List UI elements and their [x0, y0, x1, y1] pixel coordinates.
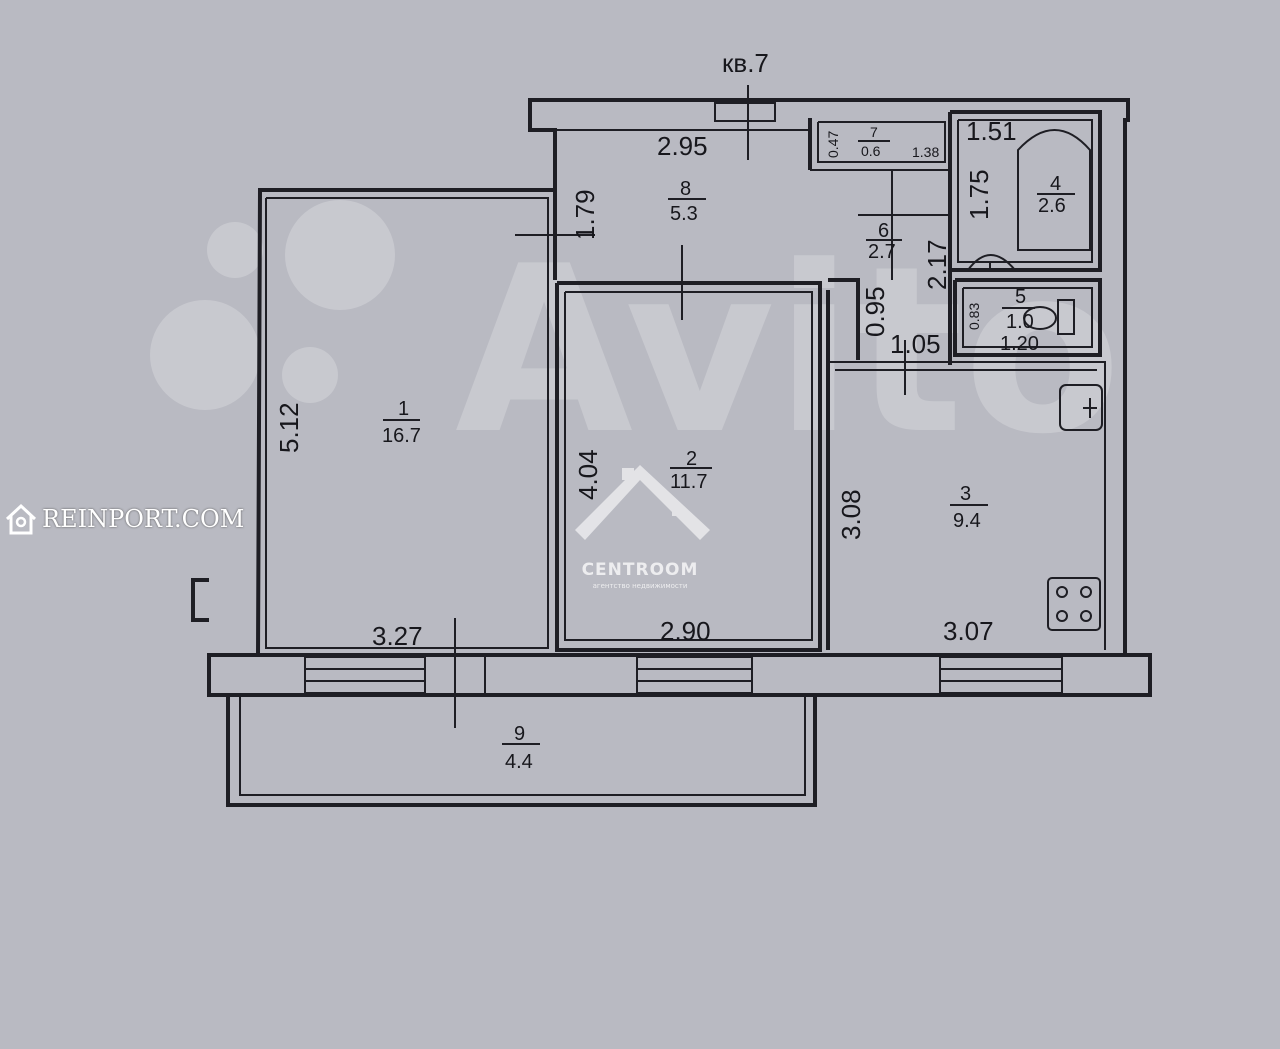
room-3-label: 3 9.4 [950, 483, 988, 532]
dim-1-20: 1.20 [1000, 333, 1039, 355]
room-4-label: 4 2.6 [1037, 173, 1075, 217]
svg-text:2.7: 2.7 [868, 241, 896, 263]
svg-text:11.7: 11.7 [670, 471, 707, 493]
room-7-label: 7 0.6 [858, 124, 890, 159]
svg-text:9.4: 9.4 [953, 510, 981, 532]
svg-text:16.7: 16.7 [382, 425, 421, 447]
room-2-label: 2 11.7 [670, 448, 712, 493]
dim-2-90: 2.90 [660, 616, 711, 646]
svg-text:4.4: 4.4 [505, 751, 533, 773]
dim-1-05: 1.05 [890, 329, 941, 359]
svg-text:9: 9 [514, 723, 525, 745]
svg-text:2: 2 [686, 448, 697, 470]
house-icon [5, 503, 37, 535]
dim-0-47: 0.47 [825, 131, 841, 158]
room-6-label: 6 2.7 [866, 220, 902, 263]
dim-5-12: 5.12 [274, 402, 304, 453]
centroom-sub: агентство недвижимости [592, 582, 688, 590]
dim-1-38: 1.38 [912, 144, 939, 160]
room-5-label: 5 1.0 [1002, 286, 1035, 333]
svg-text:8: 8 [680, 178, 691, 200]
svg-text:5.3: 5.3 [670, 203, 698, 225]
svg-text:6: 6 [878, 220, 889, 242]
centroom-watermark: CENTROOM агентство недвижимости [565, 455, 715, 590]
dim-1-51: 1.51 [966, 116, 1017, 146]
dim-2-95: 2.95 [657, 131, 708, 161]
svg-text:4: 4 [1050, 173, 1061, 195]
room-9-label: 9 4.4 [502, 723, 540, 773]
svg-text:2.6: 2.6 [1038, 195, 1066, 217]
centroom-name: CENTROOM [581, 560, 699, 580]
walls [191, 98, 1152, 807]
dim-2-17: 2.17 [922, 239, 952, 290]
svg-text:0.6: 0.6 [861, 143, 881, 159]
dim-0-83: 0.83 [966, 303, 982, 330]
dim-3-08: 3.08 [836, 489, 866, 540]
svg-text:7: 7 [870, 124, 878, 140]
reinport-watermark: REINPORT.COM [4, 502, 244, 536]
dim-3-07: 3.07 [943, 616, 994, 646]
reinport-text: REINPORT.COM [42, 505, 245, 533]
dimension-lines [454, 85, 948, 728]
svg-text:5: 5 [1015, 286, 1026, 308]
svg-text:1: 1 [398, 398, 409, 420]
apartment-label: кв.7 [722, 48, 769, 78]
dim-1-79: 1.79 [570, 189, 600, 240]
dim-0-95: 0.95 [860, 286, 890, 337]
room-1-label: 1 16.7 [382, 398, 421, 447]
svg-text:1.0: 1.0 [1006, 311, 1034, 333]
centroom-house-icon [575, 465, 710, 540]
dim-4-04: 4.04 [573, 449, 603, 500]
dim-1-75: 1.75 [964, 169, 994, 220]
room-8-label: 8 5.3 [668, 178, 706, 225]
svg-text:3: 3 [960, 483, 971, 505]
labels: кв.7 2.95 1.51 0.47 1.38 1.79 1.75 2.17 … [274, 48, 1075, 773]
dim-3-27: 3.27 [372, 621, 423, 651]
